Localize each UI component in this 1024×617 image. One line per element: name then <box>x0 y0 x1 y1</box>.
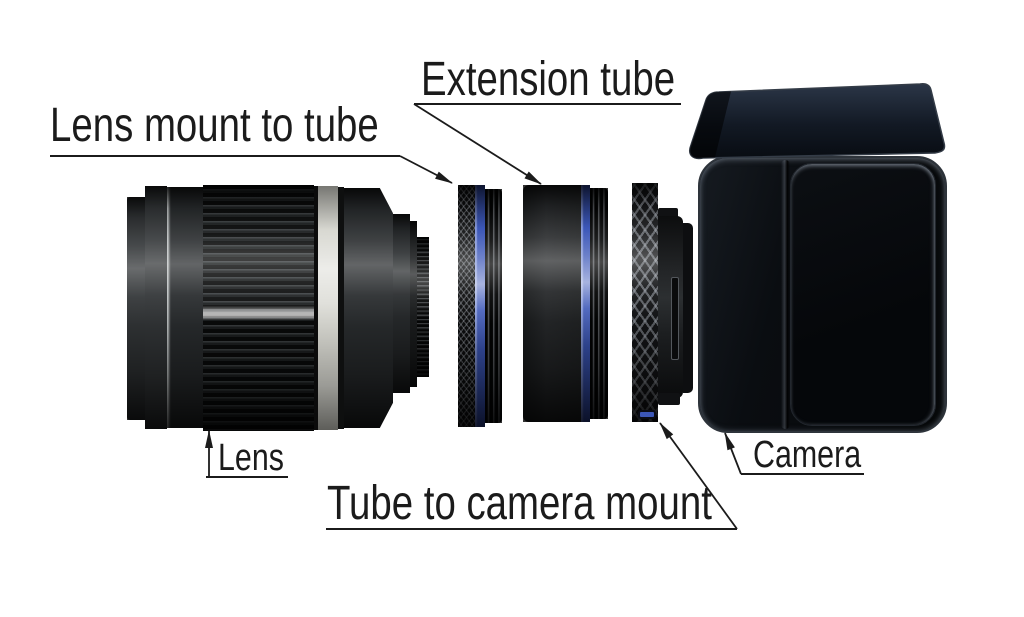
mount-bayonet-slot <box>671 277 679 360</box>
lens-ring-gap <box>314 186 318 430</box>
label-lens: Lens <box>218 437 284 479</box>
adapter1-blue-ring <box>475 185 485 427</box>
lens-mid-ring <box>167 187 203 428</box>
extension-tube-body <box>523 185 581 422</box>
lens-rear-step1 <box>393 214 410 393</box>
label-camera: Camera <box>753 434 862 476</box>
lens-rear-edge <box>338 187 344 429</box>
label-extension-tube: Extension tube <box>421 53 676 106</box>
lens-rear-mount <box>417 237 429 377</box>
extension-tube-blue-ring <box>581 185 590 422</box>
lens-front-rim <box>127 197 145 420</box>
leader-extension <box>413 103 542 185</box>
lens-front-ring <box>145 186 167 429</box>
leader-lens-mount <box>399 155 453 184</box>
adapter1-knurled-ring <box>458 185 475 427</box>
mount-outer-ring <box>683 223 693 393</box>
lens-rear-barrel <box>344 188 393 428</box>
camera-body-seam <box>781 160 790 429</box>
leader-camera <box>724 432 742 475</box>
adapter1-threads <box>485 189 502 423</box>
camera-top-flap <box>689 83 946 160</box>
lens-focus-ring <box>203 185 314 431</box>
camera-back-panel <box>790 163 936 426</box>
mount-knurled-ring <box>632 183 658 422</box>
extension-tube-threads <box>590 188 608 419</box>
label-tube-to-camera-mount: Tube to camera mount <box>327 477 712 530</box>
mount-blue-pill <box>638 410 656 419</box>
lens-silver-band <box>318 186 338 430</box>
label-lens-mount-to-tube: Lens mount to tube <box>50 99 379 152</box>
mount-tab-bottom <box>658 393 680 405</box>
lens-rear-step2 <box>410 221 417 387</box>
